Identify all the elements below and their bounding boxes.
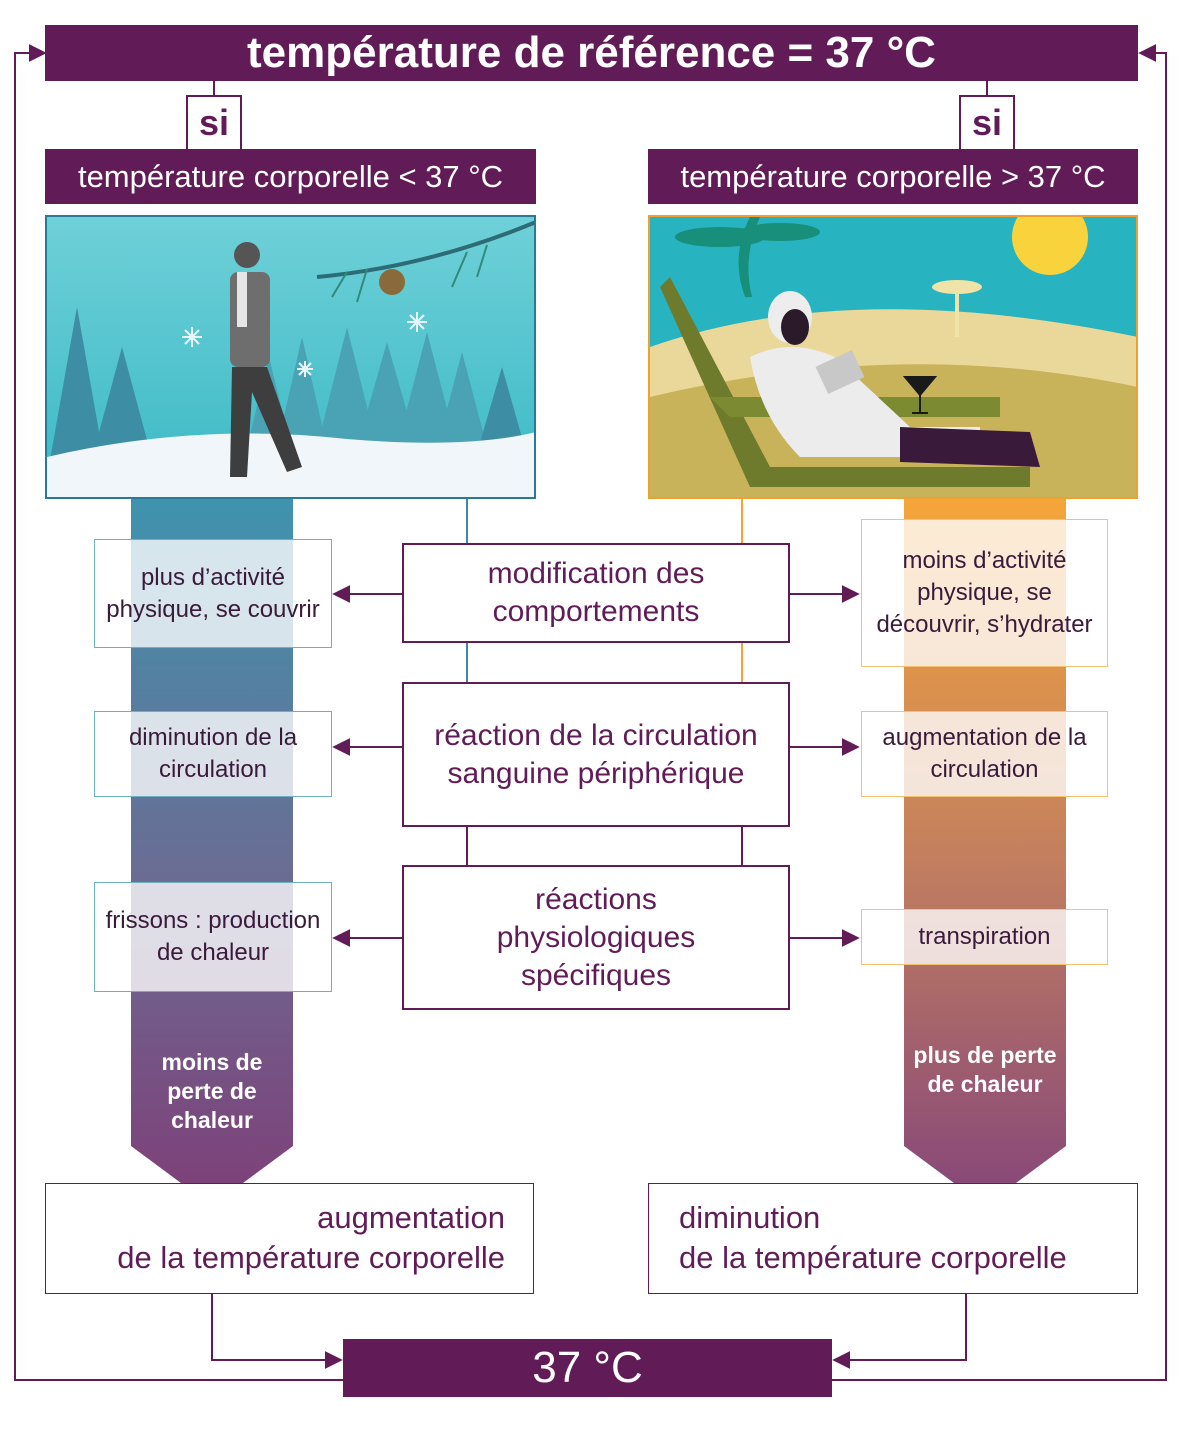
hot-down-arrow — [904, 498, 1066, 1206]
condition-hot: température corporelle > 37 °C — [648, 149, 1138, 204]
result-decrease-temperature: diminution de la température corporelle — [648, 1183, 1138, 1294]
result-decrease-line2: de la température corporelle — [679, 1240, 1067, 1275]
result-decrease-line1: diminution — [679, 1200, 821, 1235]
result-increase-line2: de la température corporelle — [117, 1240, 505, 1275]
cold-down-arrow — [131, 498, 293, 1206]
cold-response-behavior: plus d’activité physique, se couvrir — [94, 539, 332, 648]
center-behavior-change: modification des comportements — [402, 543, 790, 643]
cold-response-circulation: diminution de la circulation — [94, 711, 332, 797]
hot-response-physiological: transpiration — [861, 909, 1108, 965]
center-physiological-reactions: réactions physiologiques spécifiques — [402, 865, 790, 1010]
si-label-left: si — [186, 95, 242, 149]
hot-response-circulation: augmentation de la circulation — [861, 711, 1108, 797]
cold-response-physiological: frissons : production de chaleur — [94, 882, 332, 992]
center-circulation-reaction: réaction de la circulation sanguine péri… — [402, 682, 790, 827]
si-label-right: si — [959, 95, 1015, 149]
summer-scene-illustration — [648, 215, 1138, 499]
cold-arrow-label: moins de perte de chaleur — [161, 1049, 263, 1133]
reference-temperature-title: température de référence = 37 °C — [45, 25, 1138, 81]
winter-scene-illustration — [45, 215, 536, 499]
hot-arrow-label: plus de perte de chaleur — [913, 1042, 1057, 1097]
result-increase-temperature: augmentation de la température corporell… — [45, 1183, 534, 1294]
condition-cold: température corporelle < 37 °C — [45, 149, 536, 204]
result-increase-line1: augmentation — [317, 1200, 505, 1235]
target-temperature-bar: 37 °C — [343, 1339, 832, 1397]
hot-response-behavior: moins d’activité physique, se découvrir,… — [861, 519, 1108, 667]
